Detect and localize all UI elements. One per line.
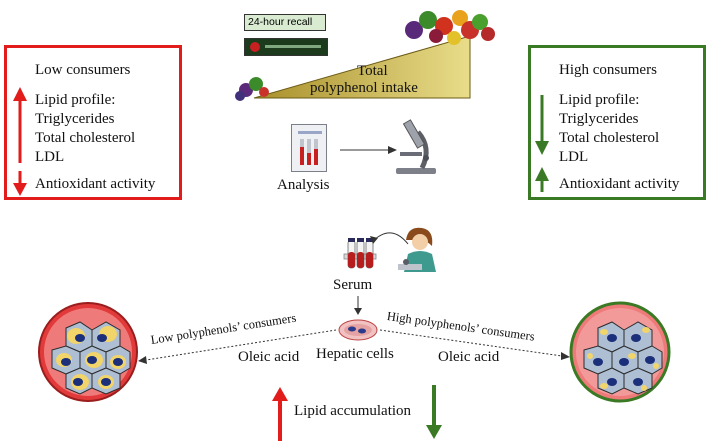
serum-label: Serum: [333, 277, 373, 293]
high-antioxidant-label: Antioxidant activity: [559, 176, 680, 192]
low-consumers-title: Low consumers: [35, 62, 131, 78]
low-antioxidant-label: Antioxidant activity: [35, 176, 156, 192]
scientist-icon: [398, 227, 436, 272]
oleic-acid-right-label: Oleic acid: [438, 349, 500, 365]
analysis-label: Analysis: [277, 177, 330, 193]
high-triglycerides-label: Triglycerides: [559, 111, 639, 127]
low-ldl-label: LDL: [35, 149, 65, 165]
hepatic-cells-label: Hepatic cells: [316, 346, 394, 362]
fruits-icon: [405, 10, 495, 45]
high-consumer-liver-cells: [569, 301, 671, 403]
up-arrow-icon: [535, 167, 549, 192]
down-arrow-icon: [13, 171, 27, 196]
hepatic-dish-icon: [338, 319, 378, 341]
lipid-up-arrow-icon: [272, 387, 288, 441]
high-total-cholesterol-label: Total cholesterol: [559, 130, 660, 146]
low-total-cholesterol-label: Total cholesterol: [35, 130, 136, 146]
vegetables-icon: [235, 77, 269, 101]
low-consumers-box: Low consumers Lipid profile: Triglycerid…: [4, 45, 182, 200]
serum-down-arrow: [354, 296, 362, 315]
high-ldl-label: LDL: [559, 149, 589, 165]
down-arrow-icon: [535, 95, 549, 155]
right-dashed-arrow: [379, 329, 570, 360]
oleic-acid-left-label: Oleic acid: [238, 349, 300, 365]
lipid-down-arrow-icon: [426, 385, 442, 439]
up-arrow-icon: [13, 87, 27, 163]
polyphenol-intake-wedge: [235, 10, 495, 101]
recall-badge: 24-hour recall: [244, 14, 326, 31]
analysis-arrow: [340, 146, 397, 154]
low-consumer-liver-cells: [38, 302, 138, 402]
microscope-icon: [396, 119, 436, 174]
high-consumers-box: High consumers Lipid profile: Triglyceri…: [528, 45, 706, 200]
intake-label-line1: Total: [357, 63, 388, 79]
intake-label-line2: polyphenol intake: [310, 80, 418, 96]
analysis-document-icon: [291, 124, 327, 172]
high-arrows: [535, 95, 549, 192]
software-logo: [244, 38, 328, 56]
curved-arrow: [370, 232, 409, 245]
left-dashed-arrow: [138, 329, 337, 364]
low-arrows: [13, 87, 27, 196]
dashed-arrows: [138, 329, 570, 364]
high-consumers-title: High consumers: [559, 62, 657, 78]
low-triglycerides-label: Triglycerides: [35, 111, 115, 127]
serum-tubes-icon: [343, 238, 377, 269]
lipid-accumulation-label: Lipid accumulation: [294, 403, 412, 419]
low-lipid-profile-label: Lipid profile:: [35, 92, 116, 108]
high-lipid-profile-label: Lipid profile:: [559, 92, 640, 108]
